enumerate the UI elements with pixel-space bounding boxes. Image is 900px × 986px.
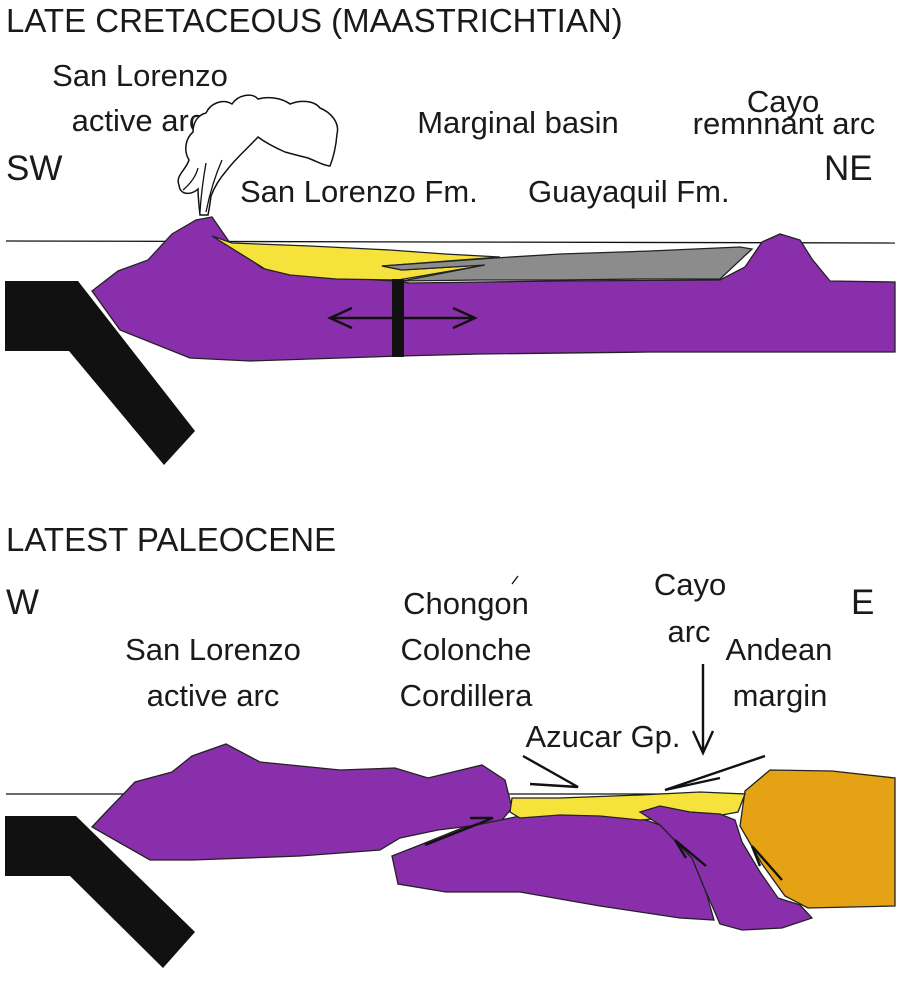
- spreading-arrow-right: [404, 306, 478, 330]
- thrust-arrow-cayo: [673, 839, 707, 867]
- subducting-slab-top: [5, 281, 195, 465]
- shear-arrow-east: [664, 754, 766, 792]
- cayo-arc-pointer-arrow: [691, 664, 715, 756]
- san-lorenzo-arc-label-2: active arc: [72, 103, 205, 138]
- san-lorenzo-arc-label-1-bottom: San Lorenzo: [125, 632, 301, 667]
- oceanic-plate-top: [91, 216, 896, 362]
- andean-margin-block: [739, 769, 896, 909]
- cayo-arc-label-1: Cayo: [747, 84, 819, 119]
- panel-latest-paleocene: LATEST PALEOCENE W E San Lorenzo active …: [5, 521, 896, 968]
- san-lorenzo-fm-label: San Lorenzo Fm.: [240, 174, 478, 209]
- san-lorenzo-arc-label-1: San Lorenzo: [52, 58, 228, 93]
- thrust-arrow-cordillera: [424, 816, 494, 847]
- guayaquil-fm-sediment: [381, 246, 754, 282]
- acute-accent-mark: [511, 575, 519, 585]
- direction-ne: NE: [824, 149, 873, 188]
- rift-axis: [392, 279, 404, 357]
- panel-late-cretaceous: LATE CRETACEOUS (MAASTRICHTIAN) SW NE Sa…: [5, 2, 896, 465]
- cayo-arc-label-2: remnnant arc: [693, 106, 876, 141]
- azucar-group-label: Azucar Gp.: [525, 719, 680, 754]
- direction-w: W: [6, 583, 39, 622]
- subducting-slab-bottom: [5, 816, 195, 968]
- cordillera-label-1: Chongon: [403, 586, 529, 621]
- spreading-arrow-left: [327, 306, 392, 330]
- marginal-basin-label: Marginal basin: [417, 105, 619, 140]
- thrust-arrow-andean: [750, 845, 783, 881]
- san-lorenzo-arc-label-2-bottom: active arc: [147, 678, 280, 713]
- cayo-arc-label-2-bottom: arc: [667, 614, 710, 649]
- eruption-cloud-icon: [177, 94, 339, 216]
- panel-title-top: LATE CRETACEOUS (MAASTRICHTIAN): [6, 2, 623, 39]
- san-lorenzo-arc-block: [90, 743, 513, 861]
- andean-margin-label-1: Andean: [726, 632, 833, 667]
- direction-e: E: [851, 583, 874, 622]
- cordillera-label-2: Colonche: [401, 632, 532, 667]
- direction-sw: SW: [6, 149, 62, 188]
- cayo-arc-block: [638, 805, 814, 931]
- sea-level-line-top: [5, 240, 896, 244]
- shear-arrow-west: [522, 754, 579, 789]
- eruption-plume-lines: [182, 159, 223, 213]
- panel-title-bottom: LATEST PALEOCENE: [6, 521, 336, 558]
- cayo-arc-label-1-bottom: Cayo: [654, 567, 726, 602]
- andean-margin-label-2: margin: [733, 678, 828, 713]
- guayaquil-fm-label: Guayaquil Fm.: [528, 174, 730, 209]
- cordillera-label-3: Cordillera: [400, 678, 533, 713]
